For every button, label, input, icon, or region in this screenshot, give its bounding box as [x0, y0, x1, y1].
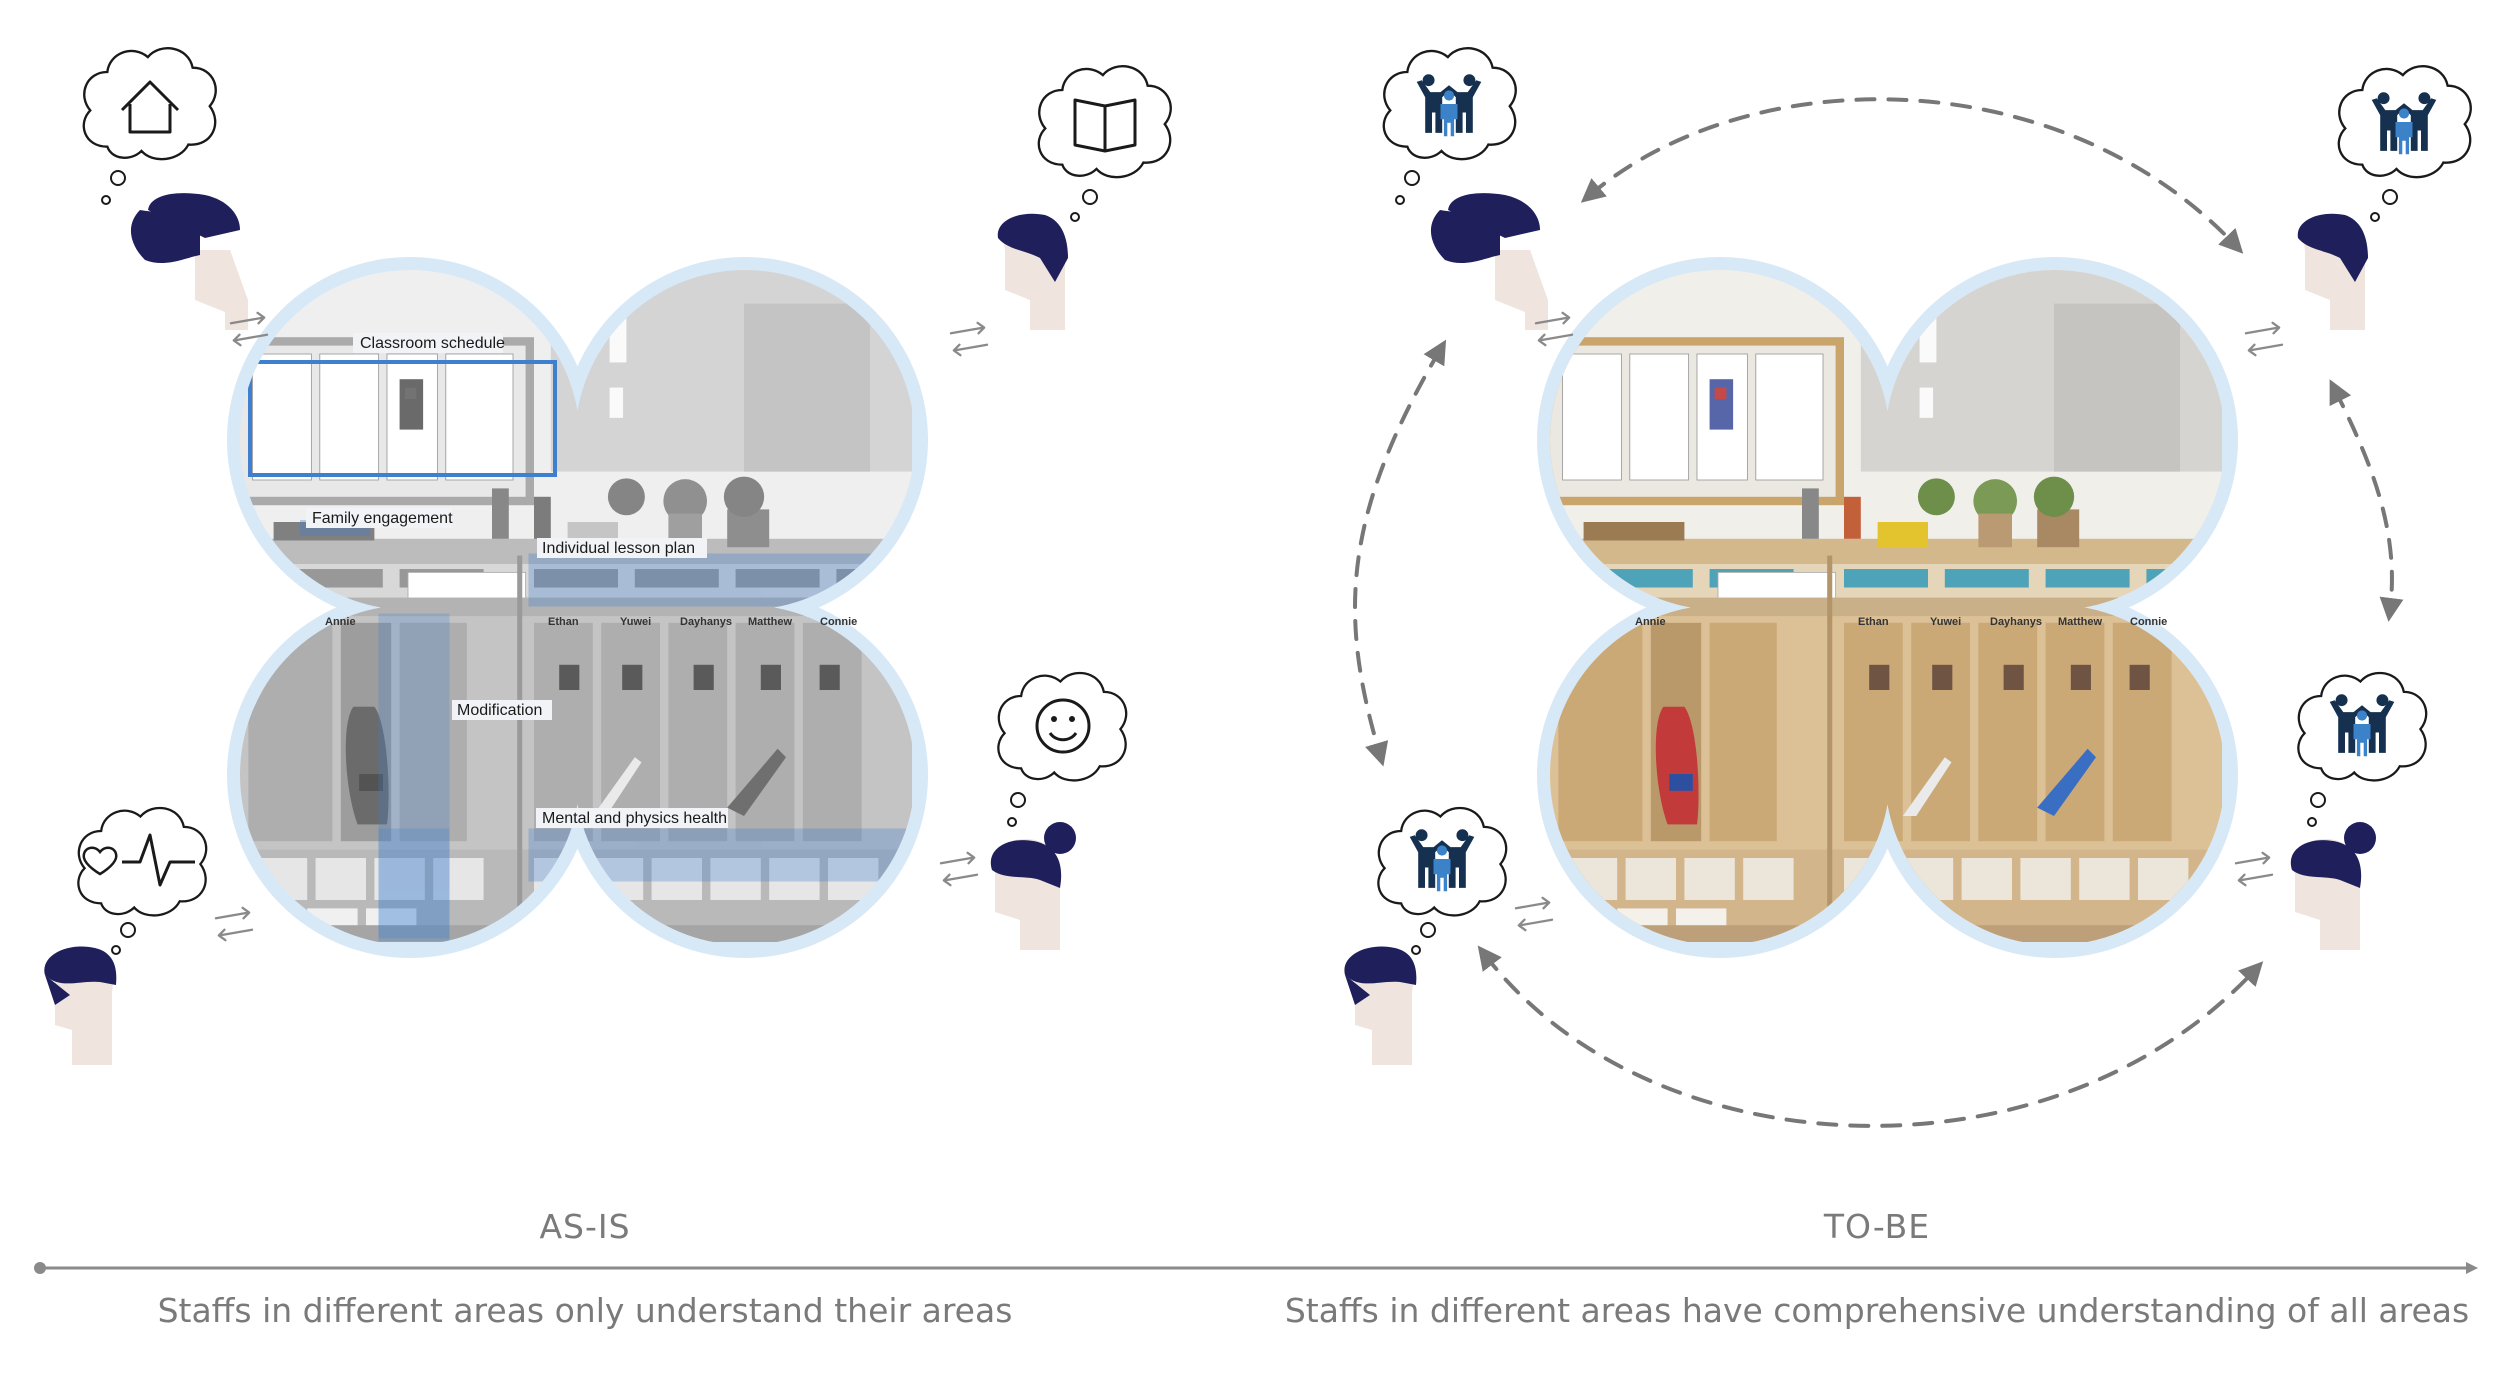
staff-person-health-tobe: [1344, 946, 1417, 1065]
label-family-engagement: Family engagement: [306, 508, 453, 528]
svg-text:Modification: Modification: [457, 702, 542, 719]
caption-to-be: Staffs in different areas have comprehen…: [1285, 1291, 2469, 1330]
book-icon: [1073, 98, 1137, 153]
cubby-name: Annie: [325, 616, 356, 628]
cubby-name: Annie: [1635, 616, 1666, 628]
staff-person-home-tobe: [1430, 193, 1548, 330]
label-classroom-schedule: Classroom schedule: [353, 333, 505, 353]
thought-family-3: [1377, 806, 1508, 955]
house-icon: [120, 80, 180, 134]
staff-person-wellbeing-tobe: [2290, 822, 2376, 950]
svg-text:Family engagement: Family engagement: [312, 510, 453, 527]
cubby-name: Yuwei: [1930, 616, 1961, 628]
stage-label-to-be: TO-BE: [1823, 1207, 1930, 1246]
exchange-arrows: [214, 906, 254, 942]
stage-label-as-is: AS-IS: [539, 1207, 630, 1246]
svg-text:Mental and physics health: Mental and physics health: [542, 810, 727, 827]
thought-house: [82, 47, 217, 205]
cubby-name: Ethan: [1858, 616, 1889, 628]
cubby-name: Matthew: [2058, 616, 2102, 628]
staff-person-lesson: [997, 213, 1068, 330]
highlight-classroom-schedule: [248, 360, 557, 477]
exchange-arrows: [939, 851, 979, 887]
thought-family-4: [2297, 671, 2428, 827]
highlight-modification: [378, 613, 450, 939]
exchange-arrows: [1514, 896, 1554, 932]
staff-person-health: [44, 946, 117, 1065]
as-is-photo-frame: Classroom schedule Family engagement Ind…: [227, 257, 928, 958]
timeline-axis: [34, 1262, 2478, 1274]
thought-heart-pulse: [77, 806, 208, 955]
thought-family-1: [1382, 47, 1517, 205]
cubby-name: Dayhanys: [680, 616, 732, 628]
thought-smiley: [997, 671, 1128, 827]
exchange-arrows: [2234, 851, 2274, 887]
label-mental-health: Mental and physics health: [536, 808, 728, 828]
smiley-icon: [1035, 698, 1091, 754]
svg-text:Classroom schedule: Classroom schedule: [360, 335, 505, 352]
cubby-name: Matthew: [748, 616, 792, 628]
cubby-name: Dayhanys: [1990, 616, 2042, 628]
thought-family-2: [2337, 65, 2472, 222]
staff-person-lesson-tobe: [2297, 213, 2368, 330]
cubby-names: Annie Ethan Yuwei Dayhanys Matthew Conni…: [325, 616, 2167, 628]
exchange-arrows: [949, 321, 989, 357]
staff-person-wellbeing: [990, 822, 1076, 950]
cubby-name: Yuwei: [620, 616, 651, 628]
cubby-name: Connie: [2130, 616, 2167, 628]
exchange-arrows: [2244, 321, 2284, 357]
heart-pulse-icon: [82, 833, 195, 887]
cubby-name: Connie: [820, 616, 857, 628]
shared-understanding-arrows: [1353, 97, 2404, 1128]
svg-text:Individual lesson plan: Individual lesson plan: [542, 540, 695, 557]
label-modification: Modification: [452, 700, 552, 720]
label-individual-lesson-plan: Individual lesson plan: [537, 538, 707, 558]
caption-as-is: Staffs in different areas only understan…: [158, 1291, 1013, 1330]
cubby-name: Ethan: [548, 616, 579, 628]
staff-person-home: [130, 193, 248, 330]
thought-book: [1037, 65, 1172, 222]
to-be-photo-frame: [1537, 257, 2238, 958]
